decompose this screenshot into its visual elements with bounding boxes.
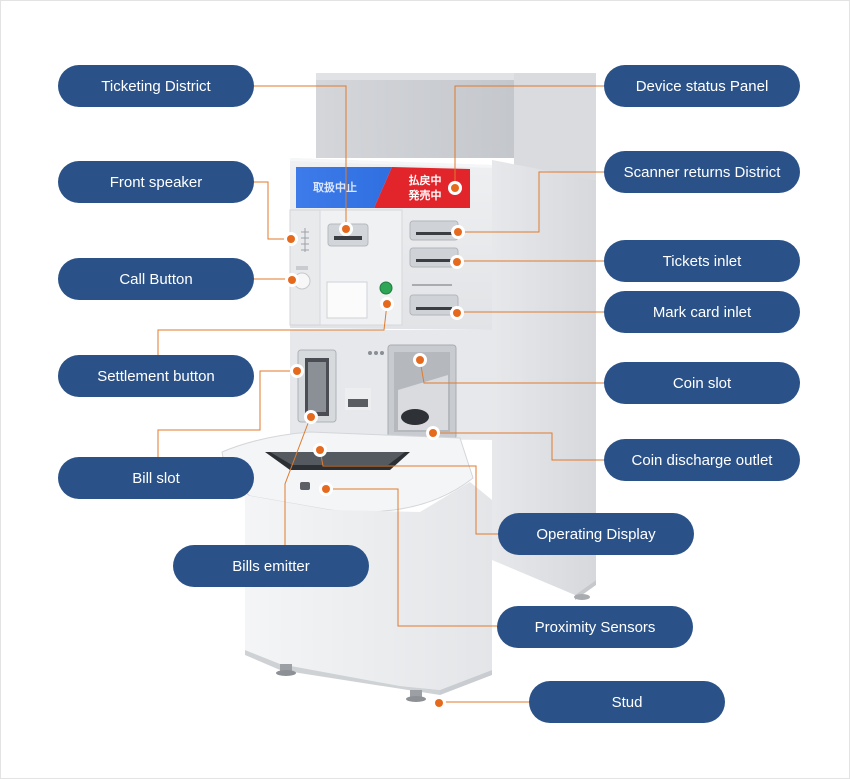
status-panel-right-text-1: 払戻中: [409, 173, 442, 187]
label-proximity-sensors: Proximity Sensors: [497, 606, 693, 648]
label-bills-emitter: Bills emitter: [173, 545, 369, 587]
label-ticketing-district: Ticketing District: [58, 65, 254, 107]
marker-dots: [284, 181, 465, 710]
marker-operating-display: [313, 443, 327, 457]
label-call-button: Call Button: [58, 258, 254, 300]
marker-settlement-button: [380, 297, 394, 311]
label-bill-slot: Bill slot: [58, 457, 254, 499]
status-panel-left-text: 取扱中止: [313, 180, 357, 194]
device-status-panel-graphic: 取扱中止 払戻中 発売中: [296, 167, 470, 208]
label-settlement-button: Settlement button: [58, 355, 254, 397]
label-scanner-returns-district: Scanner returns District: [604, 151, 800, 193]
marker-coin-slot: [413, 353, 427, 367]
marker-front-speaker: [284, 232, 298, 246]
label-device-status-panel: Device status Panel: [604, 65, 800, 107]
label-mark-card-inlet: Mark card inlet: [604, 291, 800, 333]
marker-device-status-panel: [448, 181, 462, 195]
marker-scanner-returns: [451, 225, 465, 239]
marker-mark-card-inlet: [450, 306, 464, 320]
status-panel-right-text-2: 発売中: [408, 188, 442, 202]
marker-tickets-inlet: [450, 255, 464, 269]
marker-coin-discharge: [426, 426, 440, 440]
leader-lines: [157, 85, 605, 703]
label-coin-discharge-outlet: Coin discharge outlet: [604, 439, 800, 481]
marker-proximity-sensors: [319, 482, 333, 496]
machine-right-slots: [409, 220, 459, 316]
marker-bill-slot: [290, 364, 304, 378]
machine-top-box: [316, 73, 596, 180]
machine-middle-body: [290, 330, 492, 440]
machine-lower-cabinet: [245, 482, 492, 695]
label-tickets-inlet: Tickets inlet: [604, 240, 800, 282]
marker-ticketing-district: [339, 222, 353, 236]
marker-stud: [432, 696, 446, 710]
machine-left-control-panel: [289, 209, 403, 326]
label-coin-slot: Coin slot: [604, 362, 800, 404]
label-operating-display: Operating Display: [498, 513, 694, 555]
machine-feet: [276, 594, 590, 702]
marker-call-button: [285, 273, 299, 287]
label-stud: Stud: [529, 681, 725, 723]
marker-bills-emitter: [304, 410, 318, 424]
label-front-speaker: Front speaker: [58, 161, 254, 203]
